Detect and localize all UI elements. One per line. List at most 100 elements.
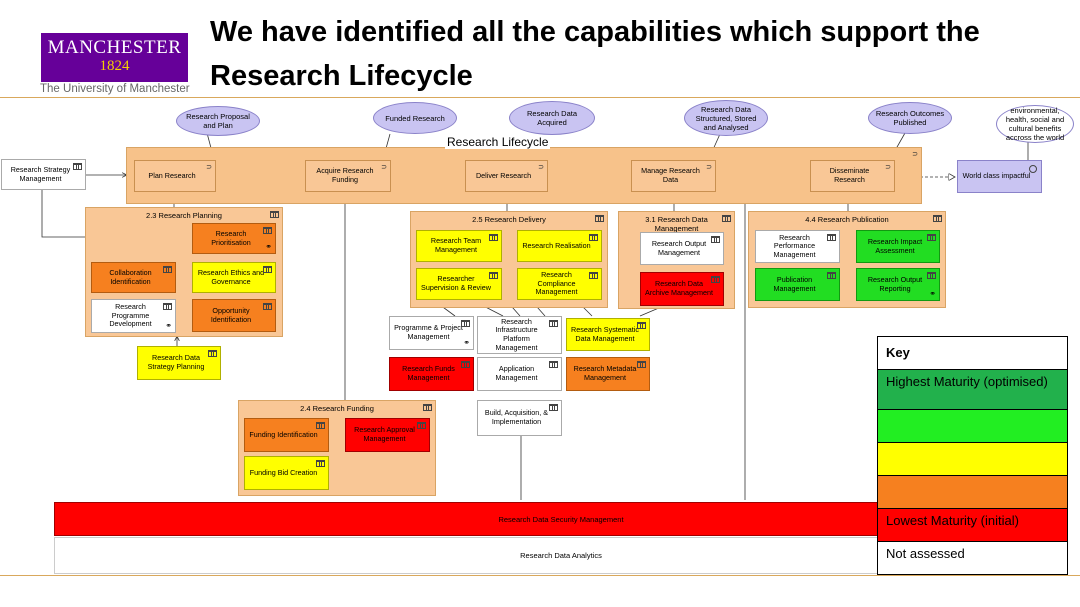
cap-label: Research Approval Management: [354, 425, 415, 443]
link-icon: ⚭: [463, 338, 470, 347]
capability-icon: [549, 361, 558, 368]
cap-label: Application Management: [495, 364, 538, 382]
cap-label: Research Team Management: [430, 236, 482, 254]
research-strategy-box[interactable]: Research Strategy Management: [1, 159, 86, 190]
cap-label: Publication Management: [773, 274, 816, 293]
cap-realisation[interactable]: Research Realisation: [517, 230, 602, 262]
cap-metadata-management[interactable]: Research Metadata Management: [566, 357, 650, 391]
stage-deliver-label: Deliver Research: [475, 170, 532, 180]
cap-publication-management[interactable]: Publication Management: [755, 268, 840, 301]
process-icon: ⊃: [706, 164, 712, 171]
cap-compliance-management[interactable]: Research Compliance Management: [517, 268, 602, 300]
cap-application-management[interactable]: Application Management: [477, 357, 562, 391]
capability-icon: [711, 276, 720, 283]
key-row-label: Lowest Maturity (initial): [886, 513, 1019, 528]
capability-icon: [316, 460, 325, 467]
cap-collaboration-identification[interactable]: Collaboration Identification: [91, 262, 176, 293]
process-icon: ⊃: [538, 164, 544, 171]
cap-systematic-data[interactable]: Research Systematic Data Management: [566, 318, 650, 351]
cap-label: Programme & Project Management: [394, 323, 463, 341]
capability-icon: [208, 350, 217, 357]
stage-plan[interactable]: Plan Research ⊃: [134, 160, 216, 192]
group-planning-label: 2.3 Research Planning: [146, 211, 222, 220]
capability-icon: [827, 272, 836, 279]
cap-label: Research Realisation: [522, 240, 591, 250]
cap-funding-identification[interactable]: Funding Identification: [244, 418, 329, 452]
link-icon: ⚭: [929, 289, 936, 298]
cap-label: Research Impact Assessment: [867, 236, 923, 255]
capability-icon: [711, 236, 720, 243]
key-row-yellow: [878, 443, 1067, 476]
capability-icon: [637, 322, 646, 329]
university-logo: MANCHESTER 1824: [41, 33, 188, 82]
capability-icon: [270, 211, 279, 218]
top-divider: [0, 97, 1080, 98]
link-icon: ⚭: [265, 242, 272, 251]
cap-label: Collaboration Identification: [109, 267, 152, 286]
benefits-note: environmental, health, social and cultur…: [996, 105, 1074, 143]
capability-icon: [461, 320, 470, 327]
capability-icon: [73, 163, 82, 170]
cap-data-strategy-planning[interactable]: Research Data Strategy Planning: [137, 346, 221, 380]
process-icon: ⊃: [206, 164, 212, 171]
capability-icon: [927, 272, 936, 279]
key-row-green: [878, 410, 1067, 443]
cap-performance-management[interactable]: Research Performance Management: [755, 230, 840, 263]
group-delivery-label: 2.5 Research Delivery: [472, 215, 546, 224]
key-row-not-assessed: Not assessed: [878, 542, 1067, 574]
cap-impact-assessment[interactable]: Research Impact Assessment: [856, 230, 940, 263]
capability-icon: [722, 215, 731, 222]
cap-label: Research Data Strategy Planning: [147, 353, 205, 371]
bottom-divider: [0, 575, 1080, 576]
cap-data-archive[interactable]: Research Data Archive Management: [640, 272, 724, 306]
stage-acquire[interactable]: Acquire Research Funding⊃: [305, 160, 391, 192]
cap-label: Research Compliance Management: [535, 270, 578, 297]
cap-ethics-governance[interactable]: Research Ethics and Governance: [192, 262, 276, 293]
cap-research-prioritisation[interactable]: Research Prioritisation ⚭: [192, 223, 276, 254]
capability-icon: [489, 234, 498, 241]
cap-label: Research Systematic Data Management: [571, 324, 639, 343]
capability-icon: [933, 215, 942, 222]
cap-programme-development[interactable]: Research Programme Development⚭: [91, 299, 176, 333]
outcome-data-acquired: Research Data Acquired: [509, 101, 595, 135]
cap-opportunity-identification[interactable]: Opportunity Identification: [192, 299, 276, 332]
cap-infrastructure-platform[interactable]: Research Infrastructure Platform Managem…: [477, 316, 562, 354]
security-label: Research Data Security Management: [498, 514, 624, 524]
stage-disseminate-label: Disseminate Research: [829, 166, 870, 184]
world-class-box[interactable]: World class impactful: [957, 160, 1042, 193]
cap-team-management[interactable]: Research Team Management: [416, 230, 502, 262]
cap-build-acquisition[interactable]: Build, Acquisition, & Implementation: [477, 400, 562, 436]
cap-label: Build, Acquisition, & Implementation: [484, 408, 549, 426]
cap-label: Research Infrastructure Platform Managem…: [495, 316, 538, 352]
key-row-orange: [878, 476, 1067, 509]
cap-supervision-review[interactable]: Researcher Supervision & Review: [416, 268, 502, 300]
cap-label: Research Funds Management: [402, 364, 455, 382]
slide-title: We have identified all the capabilities …: [210, 16, 980, 92]
key-title: Key: [878, 337, 1067, 370]
maturity-key: Key Highest Maturity (optimised) Lowest …: [877, 336, 1068, 575]
capability-icon: [549, 404, 558, 411]
outcome-funded: Funded Research: [373, 102, 457, 134]
cap-funds-management[interactable]: Research Funds Management: [389, 357, 474, 391]
process-icon: ⊃: [381, 164, 387, 171]
group-publication-label: 4.4 Research Publication: [805, 215, 889, 224]
stage-plan-label: Plan Research: [148, 170, 196, 180]
cap-programme-project[interactable]: Programme & Project Management⚭: [389, 316, 474, 350]
cap-label: Funding Identification: [249, 429, 318, 439]
process-icon: ⊃: [912, 151, 918, 158]
stage-deliver[interactable]: Deliver Research ⊃: [465, 160, 548, 192]
group-data-label: 3.1 Research Data Management: [645, 215, 708, 233]
cap-output-management[interactable]: Research Output Management: [640, 232, 724, 265]
cap-funding-bid[interactable]: Funding Bid Creation: [244, 456, 329, 490]
link-icon: ⚭: [165, 321, 172, 330]
stage-manage-data[interactable]: Manage Research Data⊃: [631, 160, 716, 192]
stage-disseminate[interactable]: Disseminate Research⊃: [810, 160, 895, 192]
outcome-proposal: Research Proposal and Plan: [176, 106, 260, 136]
capability-icon: [549, 320, 558, 327]
cap-output-reporting[interactable]: Research Output Reporting⚭: [856, 268, 940, 301]
cap-label: Research Prioritisation: [211, 228, 251, 247]
key-row-label: Not assessed: [886, 546, 965, 561]
cap-label: Opportunity Identification: [210, 305, 252, 324]
capability-icon: [589, 272, 598, 279]
cap-approval-management[interactable]: Research Approval Management: [345, 418, 430, 452]
